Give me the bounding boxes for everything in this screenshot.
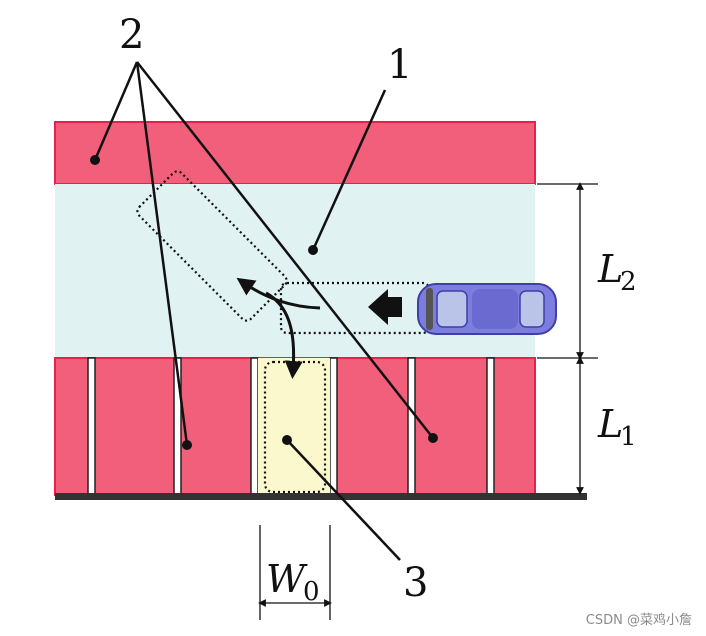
label-w0: W (266, 557, 308, 601)
direction-arrow-big (368, 289, 402, 325)
ground-line (55, 493, 587, 500)
label-3: 3 (403, 560, 428, 606)
label-1: 1 (387, 42, 412, 88)
leader-dots (90, 155, 438, 450)
label-l2: L (597, 247, 623, 291)
dimension-lines (258, 182, 598, 620)
car-icon (417, 283, 557, 335)
label-l2-sub: 2 (620, 267, 637, 297)
label-l1: L (597, 402, 623, 446)
watermark: CSDN @菜鸡小詹 (585, 613, 692, 628)
label-2: 2 (119, 12, 144, 58)
label-w0-sub: 0 (303, 577, 320, 607)
reverse-path-arrow (236, 277, 321, 310)
label-l1-sub: 1 (620, 422, 637, 452)
leader-lines (93, 61, 434, 561)
path-rect-diagonal (136, 170, 288, 322)
top-parking-strip (54, 121, 536, 185)
park-path-arrow (265, 291, 303, 379)
